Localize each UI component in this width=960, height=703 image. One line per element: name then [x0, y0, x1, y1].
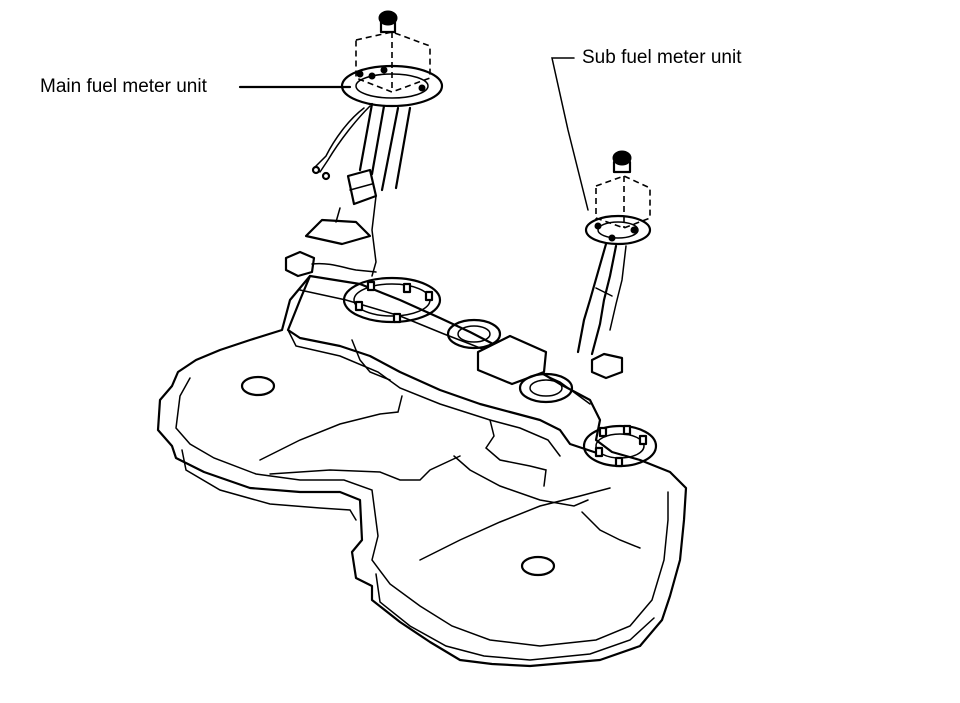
tank-hump-top [286, 274, 602, 456]
sub-fuel-meter-unit-label: Sub fuel meter unit [582, 47, 742, 68]
center-ring-opening [518, 372, 574, 404]
tank-flange-inner [175, 377, 669, 647]
tank-center-groove [453, 455, 589, 507]
tank-pad [476, 334, 548, 386]
small-ring-opening [446, 318, 502, 350]
tank-hole-right [520, 555, 556, 577]
tank-hole-left [240, 375, 276, 397]
sub-unit-leader [551, 57, 589, 211]
tank-side-bulge [351, 339, 391, 381]
tank-center-step [485, 419, 547, 487]
main-fuel-meter-unit-label: Main fuel meter unit [40, 76, 207, 97]
tank-left-lobe-line-2 [269, 455, 461, 481]
tank-right-lobe-line [419, 487, 611, 561]
tank-flange-outline [156, 274, 688, 668]
main-unit-opening [342, 276, 442, 324]
sub-fuel-meter-unit [576, 150, 652, 380]
tank-hump-edge [287, 329, 561, 457]
main-fuel-meter-unit [284, 10, 444, 278]
tank-left-lobe-line [259, 395, 403, 461]
fuel-tank [156, 274, 688, 668]
tank-bottom-contour [181, 449, 655, 661]
tank-side-bulge-2 [581, 511, 641, 549]
sub-unit-opening [582, 424, 658, 468]
